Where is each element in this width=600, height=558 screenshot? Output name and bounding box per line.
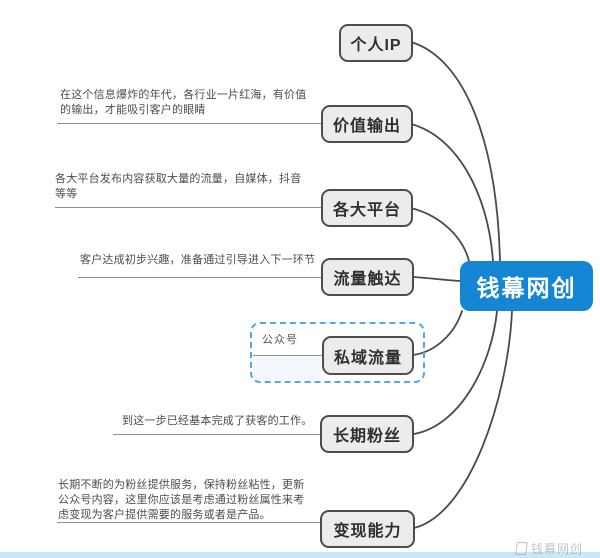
selection-dashed-box: [250, 322, 425, 383]
node-personal-ip[interactable]: 个人IP: [339, 24, 413, 62]
link-value-output: [410, 123, 494, 262]
subtopic-gongzhonghao[interactable]: 公众号: [262, 334, 298, 346]
watermark-logo-icon: [515, 542, 528, 555]
link-traffic-reach: [412, 276, 461, 282]
bottom-accent-strip: [0, 552, 600, 558]
note-longterm-fans[interactable]: 到这一步已经基本完成了获客的工作。: [122, 415, 313, 427]
node-monetization[interactable]: 变现能力: [320, 510, 415, 548]
link-platforms: [410, 207, 470, 262]
link-longterm-fans: [413, 310, 498, 435]
node-longterm-fans[interactable]: 长期粉丝: [320, 415, 414, 453]
watermark-text: 钱幕网创: [531, 542, 584, 556]
selection-area-tint: [253, 357, 321, 380]
note-platforms[interactable]: 各大平台发布内容获取大量的流量，自媒体，抖音等等: [55, 173, 302, 200]
note-value-output[interactable]: 在这个信息爆炸的年代，各行业一片红海，有价值的输出，才能吸引客户的眼睛: [60, 89, 307, 116]
link-personal-ip: [410, 41, 501, 262]
node-platforms[interactable]: 各大平台: [321, 189, 413, 227]
note-traffic-reach[interactable]: 客户达成初步兴趣，准备通过引导进入下一环节: [80, 254, 316, 266]
link-private-traffic: [412, 310, 463, 356]
node-value-output[interactable]: 价值输出: [321, 105, 413, 143]
note-monetization[interactable]: 长期不断的为粉丝提供服务，保持粉丝粘性，更新公众号内容，这里你应该是考虑通过粉丝…: [58, 479, 305, 521]
node-central[interactable]: 钱幕网创: [460, 261, 593, 311]
link-monetization: [413, 310, 513, 529]
watermark: 钱幕网创: [515, 540, 584, 557]
node-traffic-reach[interactable]: 流量触达: [321, 258, 414, 296]
node-private-traffic[interactable]: 私域流量: [322, 336, 414, 375]
